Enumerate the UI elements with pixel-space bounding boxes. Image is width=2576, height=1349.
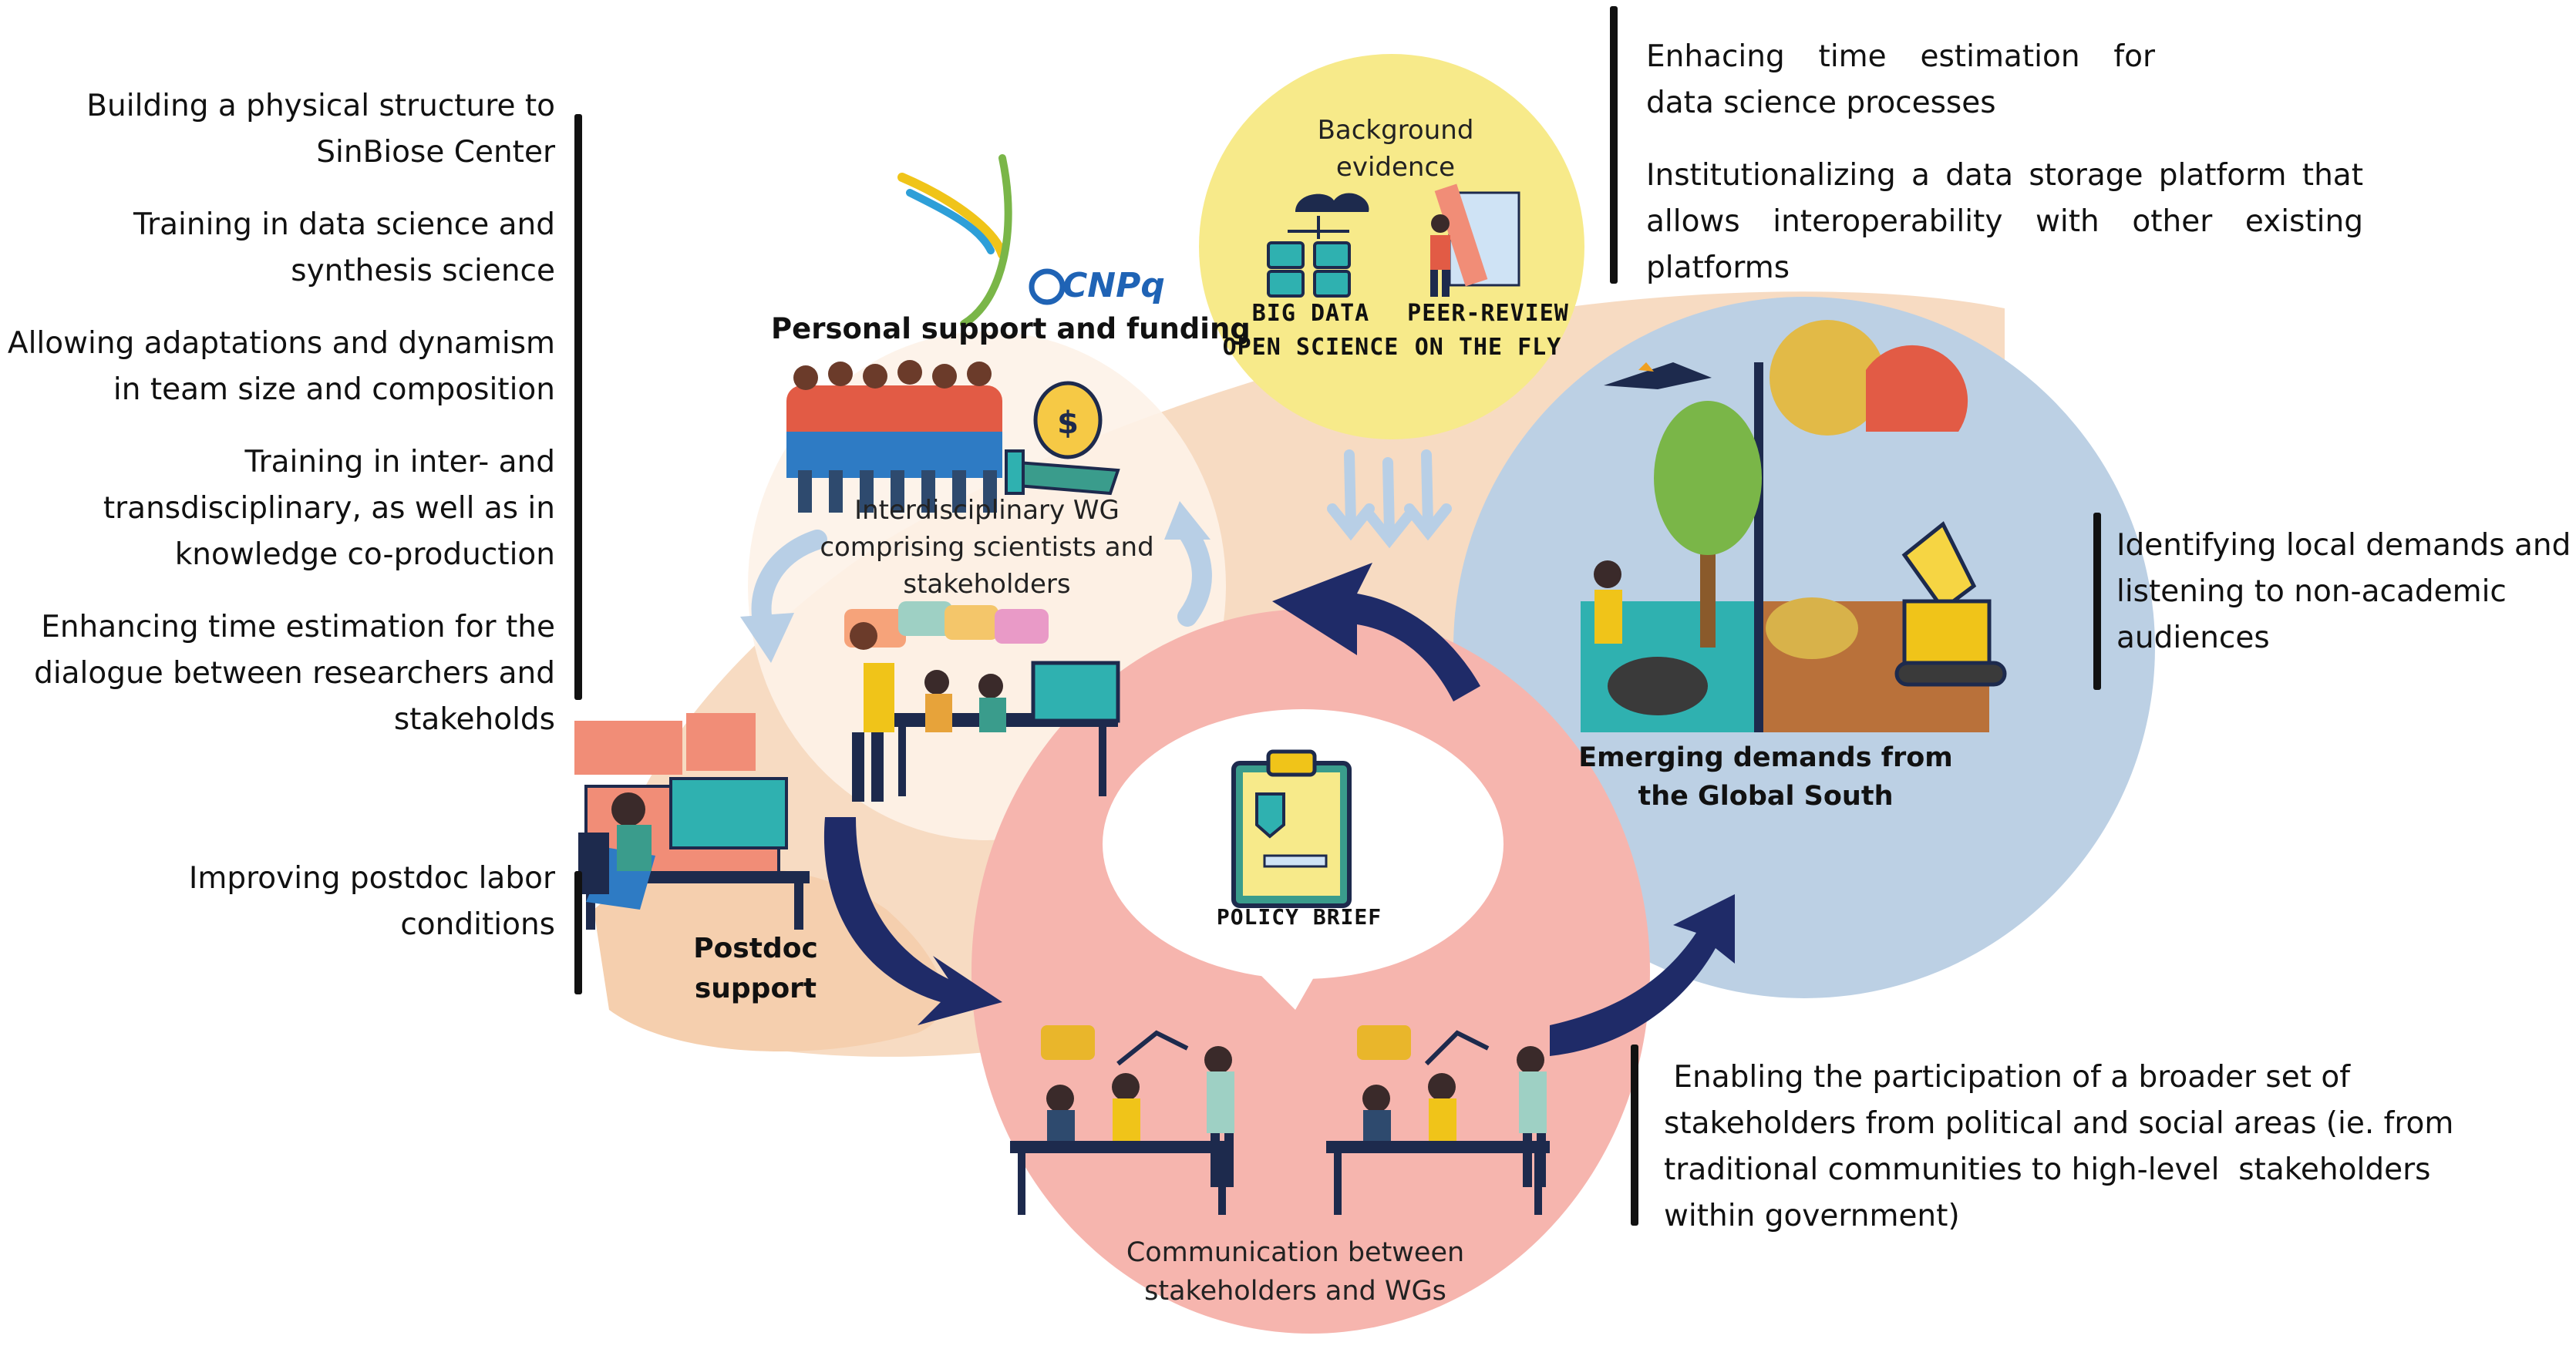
left-note-dialogue-time: Enhancing time estimation for the dialog…	[34, 610, 555, 737]
left-note-team-adaptations: Allowing adaptations and dynamism in tea…	[7, 326, 555, 407]
top-right-note-time-estimation: Enhacing time estimation for data scienc…	[1646, 39, 2155, 120]
postdoc-workstation-illustration	[574, 713, 810, 930]
policy-bubble-tail	[1249, 956, 1326, 1010]
right-note-bar	[2093, 513, 2101, 690]
communication-meeting-illustration-1	[1010, 1025, 1234, 1215]
postdoc-title: Postdoc support	[693, 933, 818, 1004]
cnpq-logo-text: CNPq	[1062, 266, 1165, 305]
communication-title: Communication between stakeholders and W…	[1126, 1237, 1465, 1307]
big-data-icon	[1267, 193, 1369, 298]
bird-logo	[897, 154, 1012, 328]
policy-brief-icon	[1231, 749, 1352, 908]
top-right-notes: Enhacing time estimation for data scienc…	[1646, 34, 2363, 318]
navy-arrow-bottom	[1550, 894, 1735, 1056]
policy-brief-label: POLICY BRIEF	[1216, 904, 1382, 930]
svg-text:$: $	[1057, 405, 1079, 441]
background-circle	[1199, 54, 1584, 439]
light-arrow-right	[1177, 522, 1212, 627]
navy-arrow-top	[1272, 563, 1480, 701]
cnpq-logo-mark	[1029, 268, 1066, 305]
left-notes-bar	[574, 114, 582, 700]
background-item-peer-review: PEER-REVIEW ON THE FLY	[1407, 300, 1569, 361]
left-postdoc-bar	[574, 871, 582, 994]
background-title: Background evidence	[1317, 115, 1474, 183]
left-note-data-science-training: Training in data science and synthesis s…	[133, 207, 555, 288]
wg-caption: Interdisciplinary WG comprising scientis…	[820, 495, 1154, 600]
bottom-right-note-participation: Enabling the participation of a broader …	[1664, 1060, 2463, 1233]
emerging-title: Emerging demands from the Global South	[1578, 742, 1953, 812]
left-notes: Building a physical structure to SinBios…	[0, 83, 555, 769]
navy-arrow-left	[823, 817, 1002, 1025]
top-right-notes-bar	[1610, 6, 1618, 284]
peer-review-icon	[1430, 183, 1520, 297]
wg-meeting-illustration	[844, 601, 1120, 802]
global-south-illustration	[1581, 320, 2007, 732]
background-item-big-data: BIG DATA OPEN SCIENCE	[1222, 300, 1399, 361]
team-people-illustration	[786, 360, 1002, 513]
left-note-physical-structure: Building a physical structure to SinBios…	[86, 89, 555, 170]
light-arrow-left	[751, 530, 827, 634]
left-note-postdoc: Improving postdoc labor conditions	[188, 861, 555, 942]
top-right-note-data-storage: Institutionalizing a data storage platfo…	[1646, 158, 2363, 285]
money-bag-icon: $	[1005, 381, 1120, 496]
funding-title: Personal support and funding	[771, 312, 1251, 345]
bottom-right-note-bar	[1631, 1045, 1638, 1226]
communication-meeting-illustration-2	[1326, 1025, 1550, 1215]
left-note-interdisciplinary-training: Training in inter- and transdisciplinary…	[103, 445, 555, 572]
downward-arrows	[1327, 449, 1452, 549]
right-note-local-demands: Identifying local demands and listening …	[2116, 528, 2571, 655]
